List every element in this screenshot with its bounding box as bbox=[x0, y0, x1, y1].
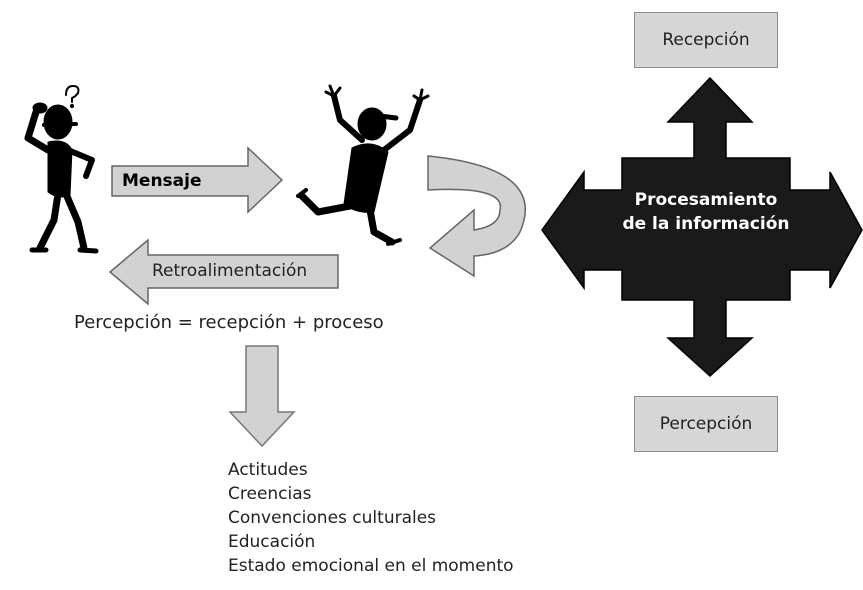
processing-cross bbox=[541, 76, 863, 378]
factor-list: Actitudes Creencias Convenciones cultura… bbox=[228, 458, 514, 578]
processing-line-2: de la información bbox=[622, 214, 790, 234]
perception-formula: Percepción = recepción + proceso bbox=[74, 312, 384, 333]
receiver-figure bbox=[296, 84, 430, 246]
list-item: Convenciones culturales bbox=[228, 508, 437, 528]
down-arrow bbox=[228, 345, 296, 448]
feedback-label: Retroalimentación bbox=[152, 261, 308, 281]
curved-return-arrow bbox=[427, 155, 526, 278]
list-item: Educación bbox=[228, 532, 316, 552]
feedback-arrow bbox=[108, 238, 339, 306]
list-item: Creencias bbox=[228, 484, 312, 504]
list-item: Actitudes bbox=[228, 460, 308, 480]
processing-label: Procesamiento de la información bbox=[622, 188, 790, 236]
reception-box: Recepción bbox=[634, 12, 778, 68]
processing-line-1: Procesamiento bbox=[634, 190, 778, 210]
message-arrow bbox=[111, 146, 284, 214]
sender-figure bbox=[24, 85, 99, 254]
list-item: Estado emocional en el momento bbox=[228, 556, 514, 576]
perception-box: Percepción bbox=[634, 396, 778, 452]
reception-label: Recepción bbox=[662, 30, 750, 50]
perception-label: Percepción bbox=[659, 414, 753, 434]
message-label: Mensaje bbox=[122, 171, 202, 191]
